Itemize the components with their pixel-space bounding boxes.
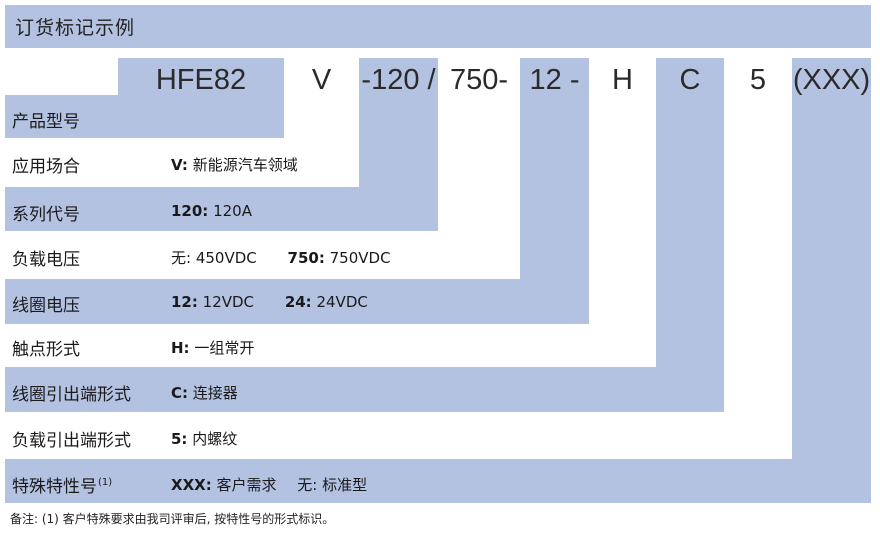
row-label-contact: 触点形式: [12, 340, 80, 360]
block-model-top: [118, 58, 284, 138]
option-text: 无: 标准型: [297, 476, 368, 494]
option-code: 120:: [171, 202, 209, 220]
col-coil-terminal: [656, 58, 724, 412]
option-code: C:: [171, 384, 189, 402]
row-values-coil-terminal: C: 连接器: [171, 382, 238, 403]
row-values-load-terminal: 5: 内螺纹: [171, 428, 237, 449]
code-contact: H: [612, 64, 633, 96]
row-label-series: 系列代号: [12, 205, 80, 225]
col-special: [792, 58, 871, 503]
option-text: 24VDC: [316, 293, 368, 311]
row-label-coil-voltage: 线圈电压: [12, 296, 80, 316]
block-series-row: [5, 187, 438, 231]
section-title: 订货标记示例: [15, 17, 136, 39]
option-text: 新能源汽车领域: [192, 156, 298, 174]
option-code: V:: [171, 156, 188, 174]
row-label-application: 应用场合: [12, 157, 80, 177]
row-values-series: 120: 120A: [171, 202, 252, 220]
row-label-special: 特殊特性号(1): [12, 472, 112, 497]
code-model: HFE82: [155, 64, 247, 96]
row-values-special: XXX: 客户需求 无: 标准型: [171, 474, 367, 495]
option-text: 连接器: [192, 384, 238, 402]
row-values-contact: H: 一组常开: [171, 337, 254, 358]
code-special: (XXX): [792, 64, 871, 96]
option-text: 一组常开: [194, 339, 255, 357]
row-label-coil-terminal: 线圈引出端形式: [12, 385, 131, 405]
option-code: 750:: [287, 249, 325, 267]
code-coil-voltage: 12 -: [529, 64, 580, 96]
row-values-load-voltage: 无: 450VDC 750: 750VDC: [171, 247, 391, 268]
code-coil-terminal: C: [679, 64, 701, 96]
option-text: 12VDC: [202, 293, 255, 311]
option-text: 无: 450VDC: [171, 249, 257, 267]
row-label-load-terminal: 负载引出端形式: [12, 431, 131, 451]
option-text: 客户需求: [216, 476, 277, 494]
option-code: 5:: [171, 430, 188, 448]
code-series: -120 /: [361, 64, 436, 96]
option-text: 750VDC: [329, 249, 391, 267]
footnote-ref: (1): [98, 477, 113, 488]
row-values-application: V: 新能源汽车领域: [171, 154, 298, 175]
footnote: 备注: (1) 客户特殊要求由我司评审后, 按特性号的形式标识。: [10, 512, 335, 526]
row-label-model: 产品型号: [12, 112, 80, 132]
section-header: 订货标记示例: [5, 5, 871, 48]
row-values-coil-voltage: 12: 12VDC 24: 24VDC: [171, 293, 368, 311]
option-code: 12:: [171, 293, 198, 311]
code-load-voltage: 750-: [449, 64, 509, 96]
option-text: 内螺纹: [192, 430, 238, 448]
row-label-load-voltage: 负载电压: [12, 250, 80, 270]
block-coil-terminal-row: [5, 367, 724, 412]
code-application: V: [311, 64, 332, 96]
block-coil-voltage-row: [5, 279, 589, 324]
option-text: 120A: [213, 202, 252, 220]
option-code: 24:: [284, 293, 312, 311]
option-code: XXX:: [171, 476, 212, 494]
block-special-row: [5, 459, 871, 503]
option-code: H:: [171, 339, 190, 357]
row-label-special-text: 特殊特性号: [12, 477, 97, 497]
code-load-terminal: 5: [749, 64, 767, 96]
